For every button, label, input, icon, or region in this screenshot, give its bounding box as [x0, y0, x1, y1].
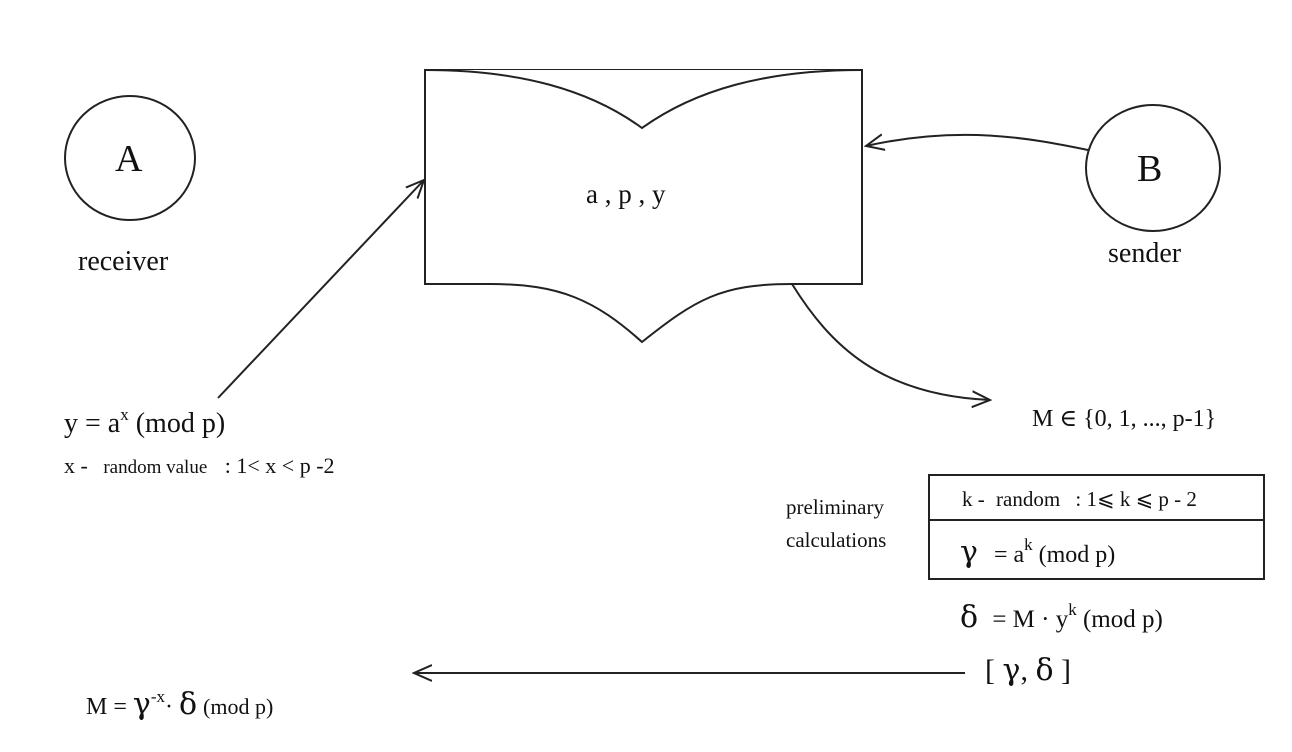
x-definition: x - random value : 1< x < p -2 — [64, 453, 335, 478]
gamma-formula: γ = ak (mod p) — [960, 535, 1116, 570]
key-formula-mod: (mod p) — [135, 408, 226, 439]
fetch-key-arrow — [866, 135, 1089, 151]
message-space-arrow — [791, 283, 990, 400]
ciphertext-pair: [ γ, δ ] — [985, 656, 1071, 686]
decryption-lhs: M = — [86, 694, 127, 720]
sender-node-circle — [1085, 104, 1221, 232]
receiver-symbol: A — [115, 138, 143, 180]
receiver-node-circle — [64, 95, 196, 221]
x-range: : 1< x < p -2 — [224, 453, 335, 478]
gamma-symbol: γ — [960, 535, 978, 570]
preliminary-label-line1: preliminary — [786, 495, 884, 519]
delta-equals: = M · y — [992, 606, 1069, 633]
decryption-exponent: -x — [150, 687, 165, 706]
ciphertext-delta: δ — [1035, 653, 1054, 688]
message-space: M ∈ {0, 1, ..., p-1} — [1032, 406, 1217, 432]
key-formula-lhs: y = a — [64, 408, 121, 439]
gamma-exponent: k — [1024, 535, 1033, 554]
key-formula-exponent: x — [120, 405, 129, 424]
delta-formula: δ = M · yk (mod p) — [960, 600, 1163, 635]
x-description: random value — [103, 457, 208, 478]
decryption-formula: M = γ-x· δ (mod p) — [86, 687, 274, 722]
preliminary-calculations-box: k - random : 1⩽ k ⩽ p - 2 γ = ak (mod p) — [928, 474, 1265, 580]
k-row: k - random : 1⩽ k ⩽ p - 2 — [930, 476, 1263, 521]
receiver-key-formula: y = ax (mod p) — [64, 406, 226, 439]
gamma-mod: (mod p) — [1038, 542, 1116, 568]
ciphertext-separator: , — [1020, 654, 1028, 687]
publish-key-arrow — [217, 180, 424, 399]
decryption-mod: (mod p) — [203, 694, 274, 719]
ciphertext-close-bracket: ] — [1061, 654, 1071, 687]
delta-symbol: δ — [960, 600, 979, 635]
preliminary-label-line2: calculations — [786, 528, 887, 552]
k-definition: k - random : 1⩽ k ⩽ p - 2 — [962, 489, 1197, 510]
k-range: : 1⩽ k ⩽ p - 2 — [1075, 487, 1197, 511]
public-key-document-top-notch — [424, 69, 863, 130]
decryption-gamma: γ — [132, 687, 151, 722]
ciphertext-gamma: γ — [1002, 653, 1021, 688]
public-key-values: a , p , y — [586, 179, 666, 209]
k-description: random — [996, 487, 1061, 511]
sender-symbol: B — [1137, 148, 1163, 190]
delta-exponent: k — [1068, 600, 1077, 619]
x-variable: x - — [64, 453, 88, 478]
receiver-label: receiver — [78, 246, 169, 277]
public-key-document-shape — [424, 69, 863, 344]
k-variable: k - — [962, 487, 985, 511]
decryption-dot: · — [164, 694, 173, 720]
decryption-delta: δ — [178, 687, 198, 722]
gamma-equals: = a — [993, 542, 1025, 568]
delta-mod: (mod p) — [1082, 606, 1163, 633]
ciphertext-open-bracket: [ — [985, 654, 995, 687]
sender-label: sender — [1108, 238, 1182, 269]
